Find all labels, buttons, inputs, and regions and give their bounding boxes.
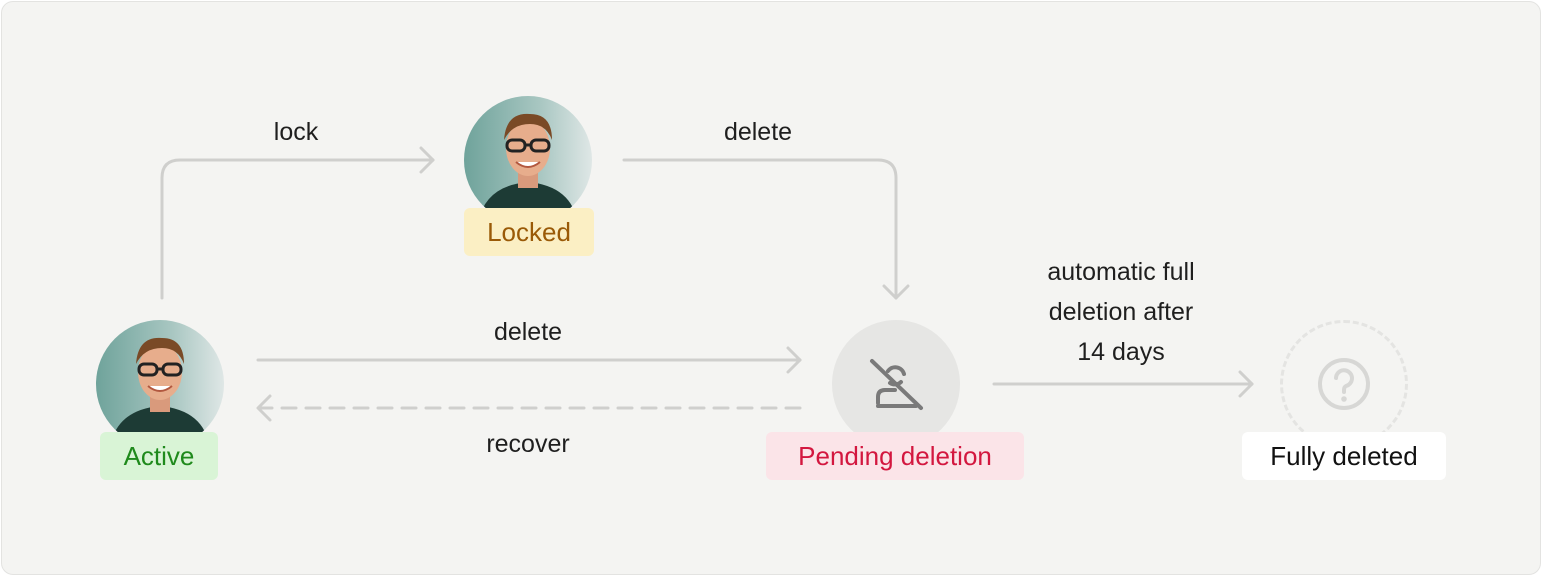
lock-label: lock xyxy=(273,118,319,146)
auto-delete-label-line1: automatic full xyxy=(1047,258,1195,286)
fully-deleted-badge: Fully deleted xyxy=(1242,432,1446,480)
active-user-avatar xyxy=(96,320,224,448)
fully-deleted-circle xyxy=(1280,320,1408,448)
locked-user-avatar xyxy=(464,96,592,224)
recover-arrowhead xyxy=(256,394,272,422)
recover-label: recover xyxy=(486,430,570,458)
pending-deletion-circle xyxy=(832,320,960,448)
delete-from-locked-arrow xyxy=(622,158,898,300)
delete-from-locked-arrowhead xyxy=(882,284,910,300)
user-slash-icon xyxy=(870,359,923,410)
question-circle-icon xyxy=(1318,358,1370,410)
auto-delete-arrowhead xyxy=(1238,370,1254,398)
delete-from-locked-label: delete xyxy=(723,118,793,146)
lock-arrow xyxy=(160,158,435,300)
delete-from-active-arrowhead xyxy=(786,346,802,374)
pending-deletion-badge: Pending deletion xyxy=(766,432,1024,480)
locked-badge: Locked xyxy=(464,208,594,256)
auto-delete-label-line3: 14 days xyxy=(1077,338,1165,366)
active-badge: Active xyxy=(100,432,218,480)
auto-delete-label-line2: deletion after xyxy=(1048,298,1194,326)
delete-from-active-label: delete xyxy=(493,318,563,346)
lock-arrowhead xyxy=(419,146,435,174)
